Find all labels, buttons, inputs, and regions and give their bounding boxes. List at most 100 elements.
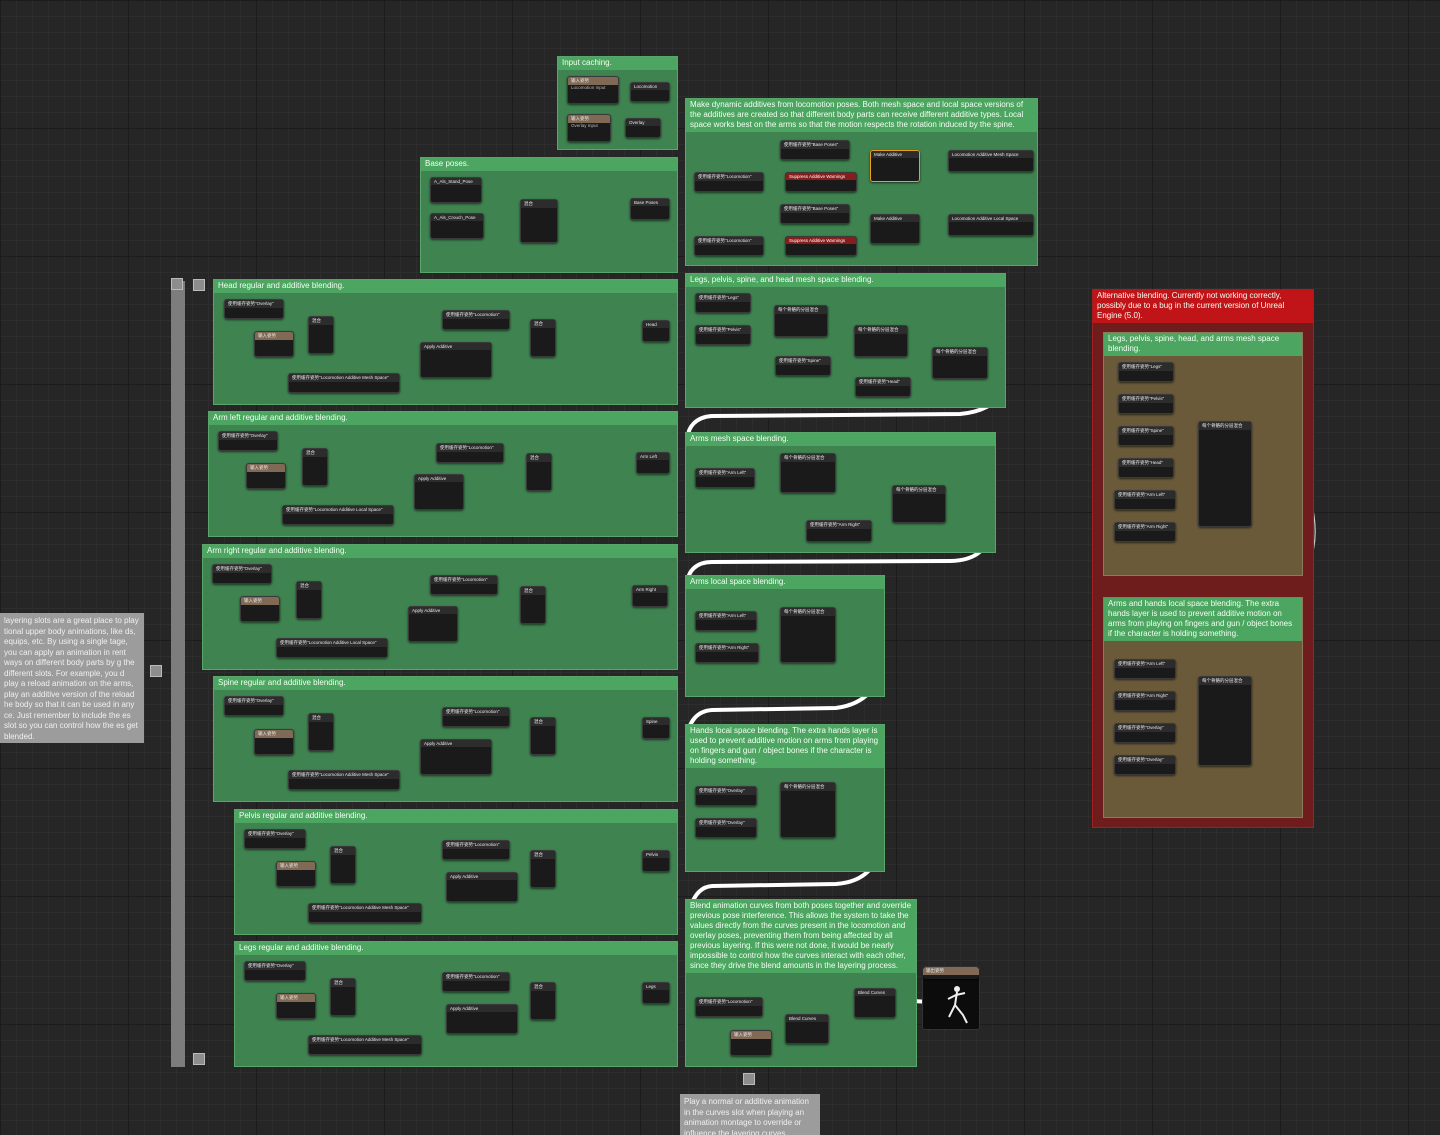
use-cached-locomotion-node[interactable]: 使用缓存姿势"Locomotion" <box>694 236 764 256</box>
layered-blend-node[interactable]: 每个骨骼的分层混合 <box>854 325 908 357</box>
cache-arm-left-node[interactable]: Arm Left <box>636 452 670 474</box>
blend-node[interactable]: 混合 <box>330 846 356 884</box>
use-cached-locomotion-node[interactable]: 使用缓存姿势"Locomotion" <box>442 972 510 992</box>
use-cached-locomotion-node[interactable]: 使用缓存姿势"Locomotion" <box>430 575 498 595</box>
use-cached-loco-mesh-node[interactable]: 使用缓存姿势"Locomotion Additive Mesh Space" <box>288 373 400 393</box>
apply-additive-node[interactable]: Apply Additive <box>446 872 518 902</box>
cache-pelvis-node[interactable]: Pelvis <box>642 850 670 872</box>
use-cached-locomotion-node[interactable]: 使用缓存姿势"Locomotion" <box>442 840 510 860</box>
use-cached-overlay-node[interactable]: 使用缓存姿势"Overlay" <box>695 818 757 838</box>
use-cached-loco-local-node[interactable]: 使用缓存姿势"Locomotion Additive Local Space" <box>282 505 394 525</box>
use-cached-arm-left-node[interactable]: 使用缓存姿势"Arm Left" <box>695 468 755 488</box>
blend-node[interactable]: 混合 <box>530 319 556 357</box>
use-cached-overlay-node[interactable]: 使用缓存姿势"Overlay" <box>224 696 284 716</box>
use-cached-locomotion-node[interactable]: 使用缓存姿势"Locomotion" <box>442 310 510 330</box>
slot-node[interactable]: 输入姿势 <box>730 1030 772 1056</box>
left-note[interactable]: layering slots are a great place to play… <box>0 613 144 743</box>
sequence-crouch-pose-node[interactable]: A_Als_Crouch_Pose <box>430 213 484 239</box>
slot-node[interactable]: 输入姿势 <box>276 993 316 1019</box>
cache-loco-mesh-node[interactable]: Locomotion Additive Mesh Space <box>948 150 1034 172</box>
slot-node[interactable]: 输入姿势 <box>254 331 294 357</box>
suppress-warnings-node[interactable]: Suppress Additive Warnings <box>785 236 857 256</box>
layered-blend-node[interactable]: 每个骨骼的分层混合 <box>780 607 836 663</box>
cache-head-node[interactable]: Head <box>642 320 670 342</box>
layered-blend-node[interactable]: 每个骨骼的分层混合 <box>932 347 988 379</box>
blend-node[interactable]: 混合 <box>308 316 334 354</box>
blend-node[interactable]: 混合 <box>302 448 328 486</box>
bottom-note[interactable]: Play a normal or additive animation in t… <box>680 1094 820 1135</box>
reroute-node[interactable] <box>150 665 162 677</box>
cache-arm-right-node[interactable]: Arm Right <box>632 585 668 607</box>
reroute-node[interactable] <box>743 1073 755 1085</box>
slot-node[interactable]: 输入姿势 <box>246 463 286 489</box>
apply-additive-node[interactable]: Apply Additive <box>408 606 458 642</box>
use-cached-overlay-node[interactable]: 使用缓存姿势"Overlay" <box>1114 723 1176 743</box>
blend-curves-node[interactable]: Blend Curves <box>854 988 896 1018</box>
use-cached-locomotion-node[interactable]: 使用缓存姿势"Locomotion" <box>436 443 504 463</box>
use-cached-arm-right-node[interactable]: 使用缓存姿势"Arm Right" <box>695 643 759 663</box>
layered-blend-node[interactable]: 每个骨骼的分层混合 <box>1198 676 1252 766</box>
suppress-warnings-node[interactable]: Suppress Additive Warnings <box>785 172 857 192</box>
use-cached-legs-node[interactable]: 使用缓存姿势"Legs" <box>695 293 751 313</box>
sequence-stand-pose-node[interactable]: A_Als_Stand_Pose <box>430 177 482 203</box>
use-cached-overlay-node[interactable]: 使用缓存姿势"Overlay" <box>218 431 278 451</box>
cache-legs-node[interactable]: Legs <box>642 982 670 1004</box>
use-cached-spine-node[interactable]: 使用缓存姿势"Spine" <box>775 356 831 376</box>
use-cached-base-poses-node[interactable]: 使用缓存姿势"Base Poses" <box>780 204 850 224</box>
layered-blend-node[interactable]: 每个骨骼的分层混合 <box>774 305 828 337</box>
layered-blend-node[interactable]: 每个骨骼的分层混合 <box>780 453 836 493</box>
reroute-node[interactable] <box>193 1053 205 1065</box>
slot-node[interactable]: 输入姿势 <box>276 861 316 887</box>
apply-additive-node[interactable]: Apply Additive <box>414 474 464 510</box>
use-cached-head-node[interactable]: 使用缓存姿势"Head" <box>1118 458 1174 478</box>
use-cached-loco-mesh-node[interactable]: 使用缓存姿势"Locomotion Additive Mesh Space" <box>308 903 422 923</box>
use-cached-overlay-node[interactable]: 使用缓存姿势"Overlay" <box>695 786 757 806</box>
use-cached-arm-right-node[interactable]: 使用缓存姿势"Arm Right" <box>806 520 872 542</box>
cache-spine-node[interactable]: Spine <box>642 717 670 739</box>
slot-node[interactable]: 输入姿势 <box>254 729 294 755</box>
layered-blend-node[interactable]: 每个骨骼的分层混合 <box>780 782 836 838</box>
use-cached-arm-left-node[interactable]: 使用缓存姿势"Arm Left" <box>1114 659 1176 679</box>
blend-node[interactable]: 混合 <box>330 978 356 1016</box>
use-cached-pelvis-node[interactable]: 使用缓存姿势"Pelvis" <box>695 325 751 345</box>
use-cached-arm-left-node[interactable]: 使用缓存姿势"Arm Left" <box>1114 490 1176 510</box>
use-cached-head-node[interactable]: 使用缓存姿势"Head" <box>855 377 911 397</box>
blend-node[interactable]: 混合 <box>296 581 322 619</box>
cache-locomotion-node[interactable]: Locomotion <box>630 82 670 102</box>
use-cached-legs-node[interactable]: 使用缓存姿势"Legs" <box>1118 362 1174 382</box>
use-cached-overlay-node[interactable]: 使用缓存姿势"Overlay" <box>244 961 306 981</box>
use-cached-loco-mesh-node[interactable]: 使用缓存姿势"Locomotion Additive Mesh Space" <box>288 770 400 790</box>
apply-additive-node[interactable]: Apply Additive <box>420 342 492 378</box>
reroute-node[interactable] <box>171 278 183 290</box>
use-cached-arm-right-node[interactable]: 使用缓存姿势"Arm Right" <box>1114 691 1176 711</box>
use-cached-base-poses-node[interactable]: 使用缓存姿势"Base Poses" <box>780 140 850 160</box>
cache-overlay-node[interactable]: Overlay <box>625 118 661 138</box>
make-additive-mesh-node[interactable]: Make Additive <box>870 150 920 182</box>
apply-additive-node[interactable]: Apply Additive <box>420 739 492 775</box>
use-cached-locomotion-node[interactable]: 使用缓存姿势"Locomotion" <box>442 707 510 727</box>
comment-alt-arms-hands[interactable]: Arms and hands local space blending. The… <box>1103 597 1303 818</box>
use-cached-pelvis-node[interactable]: 使用缓存姿势"Pelvis" <box>1118 394 1174 414</box>
use-cached-locomotion-node[interactable]: 使用缓存姿势"Locomotion" <box>695 997 763 1017</box>
slot-node[interactable]: 输入姿势 <box>240 596 280 622</box>
use-cached-spine-node[interactable]: 使用缓存姿势"Spine" <box>1118 426 1174 446</box>
use-cached-overlay-node[interactable]: 使用缓存姿势"Overlay" <box>244 829 306 849</box>
reroute-node[interactable] <box>193 279 205 291</box>
blend-node[interactable]: 混合 <box>530 717 556 755</box>
use-cached-arm-right-node[interactable]: 使用缓存姿势"Arm Right" <box>1114 522 1176 542</box>
apply-additive-node[interactable]: Apply Additive <box>446 1004 518 1034</box>
layered-blend-node[interactable]: 每个骨骼的分层混合 <box>892 485 946 523</box>
use-cached-loco-local-node[interactable]: 使用缓存姿势"Locomotion Additive Local Space" <box>276 638 388 658</box>
layered-blend-node[interactable]: 每个骨骼的分层混合 <box>1198 421 1252 527</box>
blend-curves-node[interactable]: Blend Curves <box>785 1014 829 1044</box>
blend-node[interactable]: 混合 <box>520 586 546 624</box>
use-cached-overlay-node[interactable]: 使用缓存姿势"Overlay" <box>1114 755 1176 775</box>
blend-node[interactable]: 混合 <box>526 453 552 491</box>
blend-node[interactable]: 混合 <box>308 713 334 751</box>
use-cached-overlay-node[interactable]: 使用缓存姿势"Overlay" <box>224 299 284 319</box>
cache-base-poses-node[interactable]: Base Poses <box>630 198 670 220</box>
use-cached-loco-mesh-node[interactable]: 使用缓存姿势"Locomotion Additive Mesh Space" <box>308 1035 422 1055</box>
